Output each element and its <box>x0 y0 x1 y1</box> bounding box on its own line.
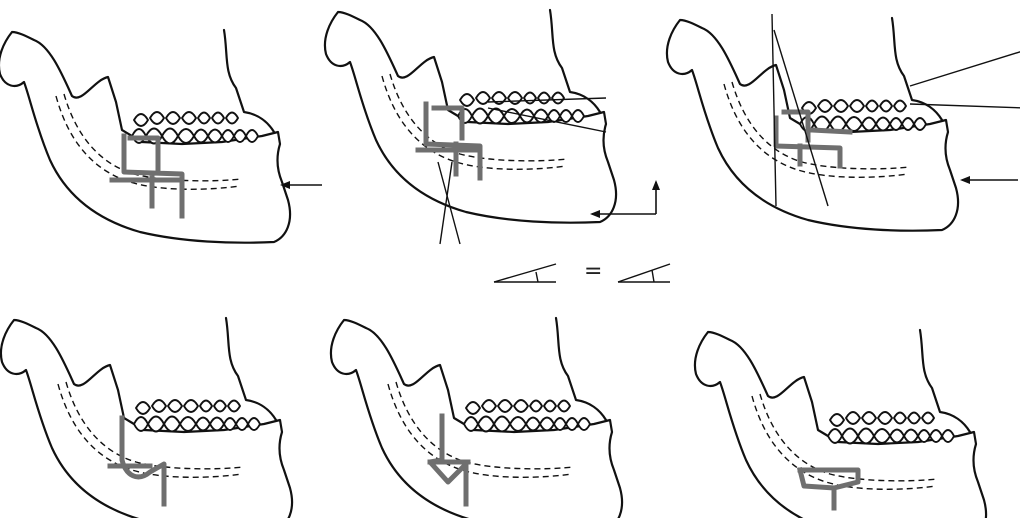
angle-symbol-right <box>618 264 670 282</box>
panel-bottom-middle <box>331 318 622 518</box>
mandible-outline <box>667 18 958 231</box>
equals-sign: = <box>584 259 602 284</box>
mandible-outline <box>325 10 616 223</box>
panel-top-middle <box>325 10 660 244</box>
advancement-arrow <box>960 176 1018 184</box>
advancement-arrow <box>280 181 322 189</box>
angle-symbol-left <box>494 264 556 282</box>
panel-top-left <box>0 30 322 243</box>
panel-bottom-right <box>695 330 986 518</box>
mandible-outline <box>1 318 292 518</box>
mandible-outline <box>695 330 986 518</box>
panel-top-right <box>667 14 1020 231</box>
equal-angles-symbol: = <box>494 259 670 284</box>
panel-bottom-left <box>1 318 292 518</box>
mandible-outline <box>331 318 622 518</box>
